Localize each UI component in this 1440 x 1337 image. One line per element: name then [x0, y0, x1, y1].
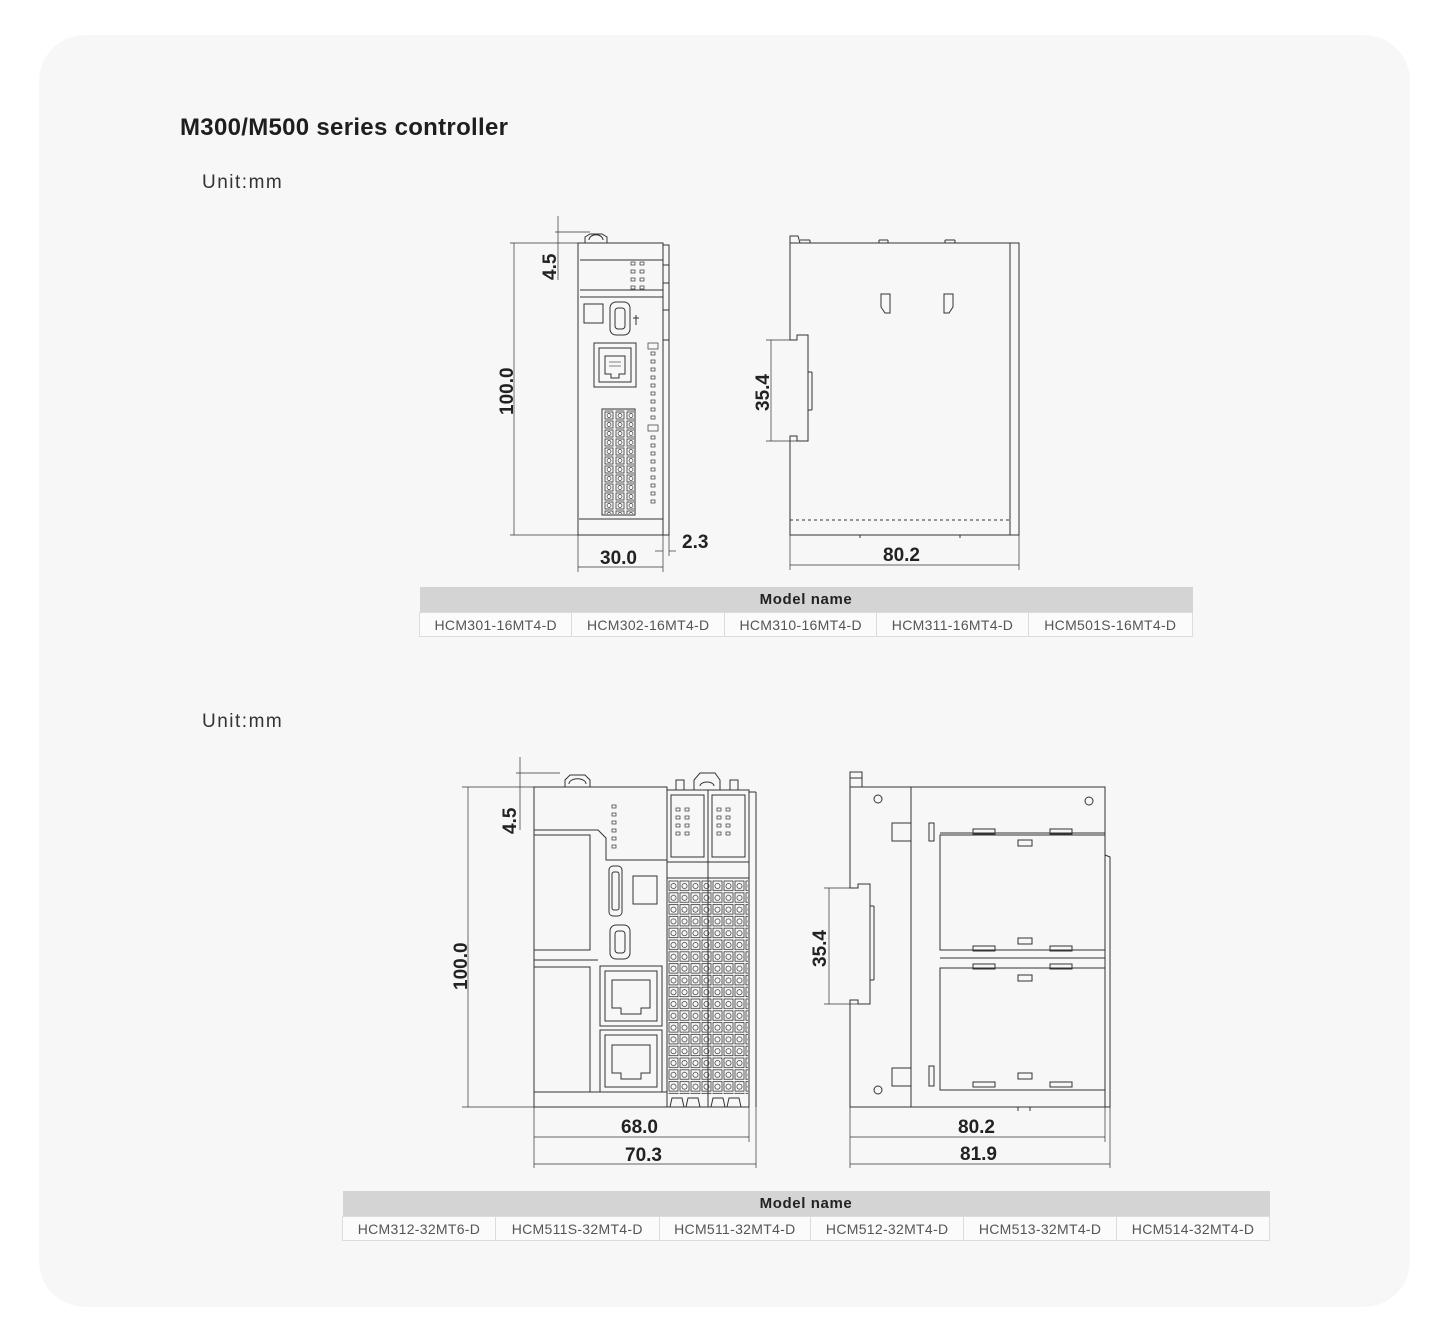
model-table-1-header: Model name: [419, 587, 1193, 613]
side-view-1: [789, 235, 1020, 538]
dim-height-2: 100.0: [451, 942, 472, 990]
dim-width-inner-2: 68.0: [621, 1117, 658, 1138]
page-title: M300/M500 series controller: [180, 114, 509, 141]
model-cell: HCM301-16MT4-D: [418, 612, 573, 637]
table-row: HCM301-16MT4-D HCM302-16MT4-D HCM310-16M…: [418, 612, 1194, 637]
front-view-2-dimlines: [462, 757, 757, 1168]
model-cell: HCM312-32MT6-D: [342, 1216, 496, 1241]
dim-extra-depth-1: 2.3: [682, 532, 708, 553]
table-row: HCM312-32MT6-D HCM511S-32MT4-D HCM511-32…: [342, 1216, 1270, 1241]
dim-height-1: 100.0: [497, 367, 518, 415]
model-cell: HCM513-32MT4-D: [963, 1216, 1118, 1241]
front-view-2: [533, 772, 757, 1108]
side-view-2: [849, 771, 1111, 1111]
unit-label-1: Unit:mm: [202, 172, 284, 193]
model-table-1: Model name HCM301-16MT4-D HCM302-16MT4-D…: [418, 587, 1194, 637]
model-cell: HCM512-32MT4-D: [810, 1216, 965, 1241]
dim-depth-outer-2: 81.9: [960, 1144, 997, 1165]
side-view-2-dimlines: [824, 887, 1111, 1168]
model-table-2-header: Model name: [342, 1191, 1270, 1217]
dim-depth-inner-2: 80.2: [958, 1117, 995, 1138]
dim-width-1: 30.0: [600, 548, 637, 569]
side-view-1-dimlines: [766, 339, 1020, 570]
model-cell: HCM302-16MT4-D: [571, 612, 725, 637]
model-cell: HCM511-32MT4-D: [658, 1216, 812, 1241]
front-view-2-leds: [611, 804, 731, 849]
dim-depth-1: 80.2: [883, 545, 920, 566]
front-view-1: [577, 233, 670, 536]
dim-width-outer-2: 70.3: [625, 1145, 662, 1166]
model-cell: HCM511S-32MT4-D: [494, 1216, 660, 1241]
dim-top-offset-1: 4.5: [540, 253, 561, 280]
dim-rail-2: 35.4: [810, 930, 831, 967]
dim-rail-1: 35.4: [753, 374, 774, 411]
content-panel: [39, 35, 1410, 1307]
model-cell: HCM501S-16MT4-D: [1027, 612, 1194, 637]
model-cell: HCM310-16MT4-D: [723, 612, 878, 637]
model-table-2: Model name HCM312-32MT6-D HCM511S-32MT4-…: [342, 1191, 1270, 1241]
front-view-1-leds: [630, 261, 656, 504]
dim-top-offset-2: 4.5: [500, 807, 521, 834]
unit-label-2: Unit:mm: [202, 711, 284, 732]
front-view-1-dimlines: [510, 216, 676, 572]
model-cell: HCM514-32MT4-D: [1116, 1216, 1270, 1241]
model-cell: HCM311-16MT4-D: [876, 612, 1029, 637]
